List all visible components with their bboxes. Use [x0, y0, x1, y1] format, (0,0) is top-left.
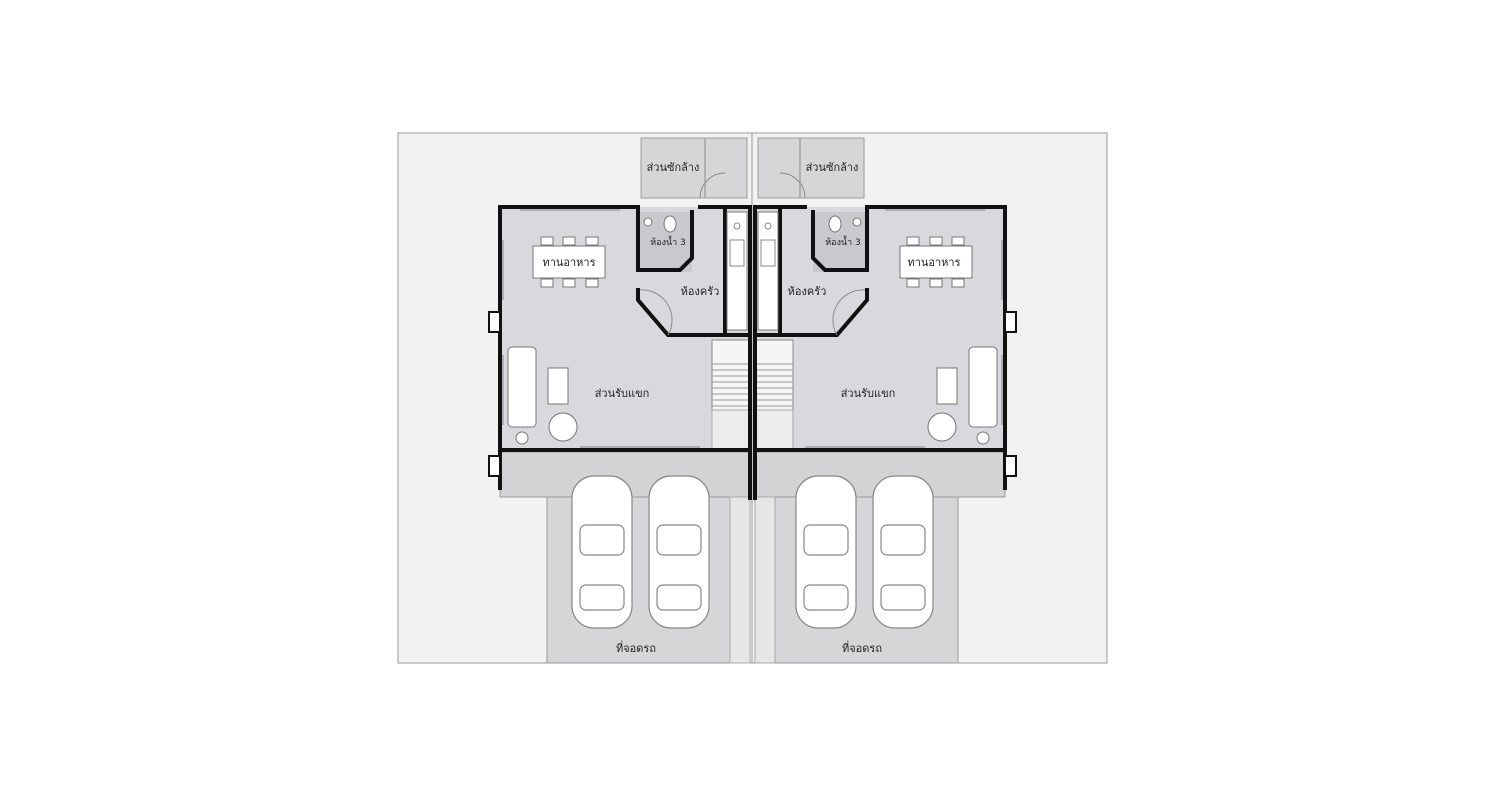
windows	[502, 209, 700, 448]
stair-treads	[712, 363, 750, 407]
sink-icon	[729, 239, 745, 267]
car	[571, 475, 633, 629]
car	[795, 475, 857, 629]
column	[488, 455, 501, 477]
bathroom-label: ห้องน้ำ 3	[825, 235, 861, 248]
dining-table	[899, 245, 973, 279]
laundry-label: ส่วนซักล้าง	[647, 161, 700, 174]
landing	[754, 409, 794, 451]
parking-label: ที่จอดรถ	[616, 640, 656, 655]
walls	[498, 205, 752, 500]
laundry-label: ส่วนซักล้าง	[806, 161, 859, 174]
coffee-table	[936, 367, 958, 405]
unit-right	[753, 137, 1017, 664]
landing	[711, 409, 751, 451]
sofa	[507, 346, 537, 428]
basin-icon	[852, 217, 862, 227]
stove-icon	[733, 222, 741, 230]
dining-chairs	[906, 236, 965, 288]
kitchen-door	[639, 289, 673, 336]
unit-right-labels: ส่วนซักล้าง ห้องน้ำ 3 ห้องครัว ทานอาหาร …	[788, 161, 961, 655]
toilet-icon	[828, 215, 842, 233]
laundry-pad	[757, 137, 865, 199]
unit-left: ส่วนซักล้าง ห้องน้ำ 3 ห้องครัว ทานอาหาร …	[488, 137, 752, 664]
windows	[805, 209, 1003, 448]
bathroom-label: ห้องน้ำ 3	[650, 235, 686, 248]
car	[872, 475, 934, 629]
back-door	[699, 172, 726, 199]
kitchen-label: ห้องครัว	[681, 285, 720, 298]
living-label: ส่วนรับแขก	[595, 387, 650, 400]
toilet-icon	[663, 215, 677, 233]
laundry-pad	[640, 137, 748, 199]
armchair	[548, 412, 578, 442]
walkway	[729, 496, 751, 664]
stair	[754, 339, 794, 411]
kitchen-label: ห้องครัว	[788, 285, 827, 298]
dining-chairs	[540, 236, 599, 288]
armchair	[927, 412, 957, 442]
column	[1004, 311, 1017, 333]
back-door	[779, 172, 806, 199]
kitchen-counter	[757, 211, 779, 331]
dining-table	[532, 245, 606, 279]
sofa	[968, 346, 998, 428]
column	[488, 311, 501, 333]
sink-icon	[760, 239, 776, 267]
kitchen-counter	[726, 211, 748, 331]
side-table	[515, 431, 529, 445]
basin-icon	[643, 217, 653, 227]
column	[1004, 455, 1017, 477]
coffee-table	[547, 367, 569, 405]
dining-label: ทานอาหาร	[907, 256, 960, 269]
walls	[753, 205, 1007, 500]
walkway	[754, 496, 776, 664]
stair-treads	[755, 363, 793, 407]
side-table	[976, 431, 990, 445]
stove-icon	[764, 222, 772, 230]
dining-label: ทานอาหาร	[542, 256, 595, 269]
parking-label: ที่จอดรถ	[842, 640, 882, 655]
living-label: ส่วนรับแขก	[841, 387, 896, 400]
car	[648, 475, 710, 629]
kitchen-door	[832, 289, 866, 336]
